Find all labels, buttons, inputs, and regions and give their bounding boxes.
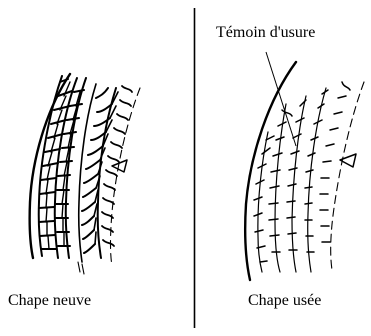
wear-indicator-label: Témoin d'usure — [216, 24, 315, 41]
new-tread-illustration — [30, 74, 140, 274]
worn-tread-illustration — [245, 62, 364, 280]
worn-tread-sidewall-edge — [245, 62, 296, 280]
worn-tread-caption: Chape usée — [248, 292, 321, 309]
new-tread-caption: Chape neuve — [8, 292, 91, 309]
worn-tread-wear-indicator-triangle — [340, 154, 356, 167]
